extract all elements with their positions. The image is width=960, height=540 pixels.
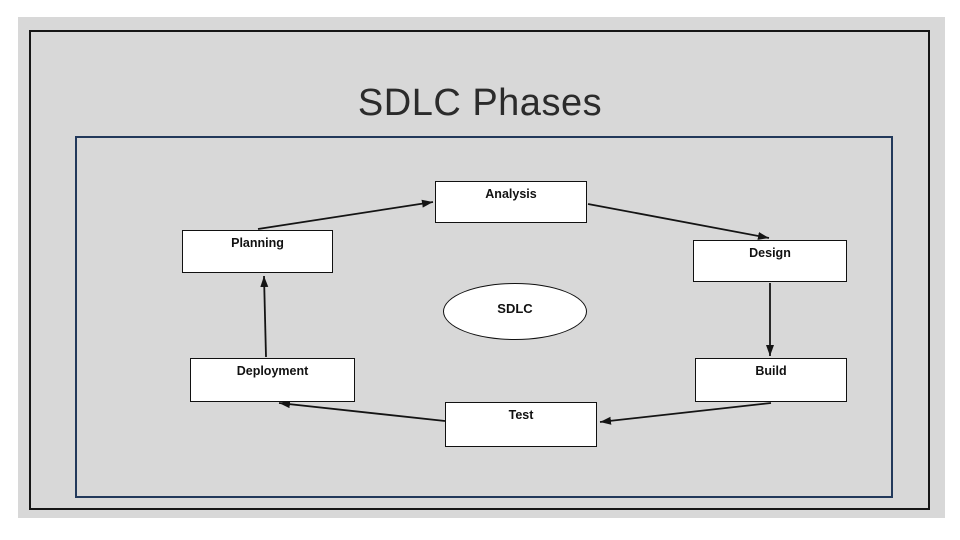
- slide-border-frame: [29, 30, 930, 510]
- node-build-label: Build: [755, 364, 787, 378]
- node-design-label: Design: [749, 246, 791, 260]
- node-analysis: Analysis: [435, 181, 587, 223]
- node-sdlc-ellipse: SDLC: [443, 283, 587, 340]
- node-test-label: Test: [508, 408, 534, 422]
- node-deployment-label: Deployment: [236, 364, 309, 378]
- slide-title: SDLC Phases: [357, 82, 603, 124]
- node-deployment: Deployment: [190, 358, 355, 402]
- node-build: Build: [695, 358, 847, 402]
- node-analysis-label: Analysis: [485, 187, 537, 201]
- node-sdlc-label: SDLC: [497, 300, 533, 316]
- node-planning: Planning: [182, 230, 333, 273]
- node-planning-label: Planning: [231, 236, 284, 250]
- node-design: Design: [693, 240, 847, 282]
- diagram-frame: [75, 136, 893, 498]
- node-test: Test: [445, 402, 597, 447]
